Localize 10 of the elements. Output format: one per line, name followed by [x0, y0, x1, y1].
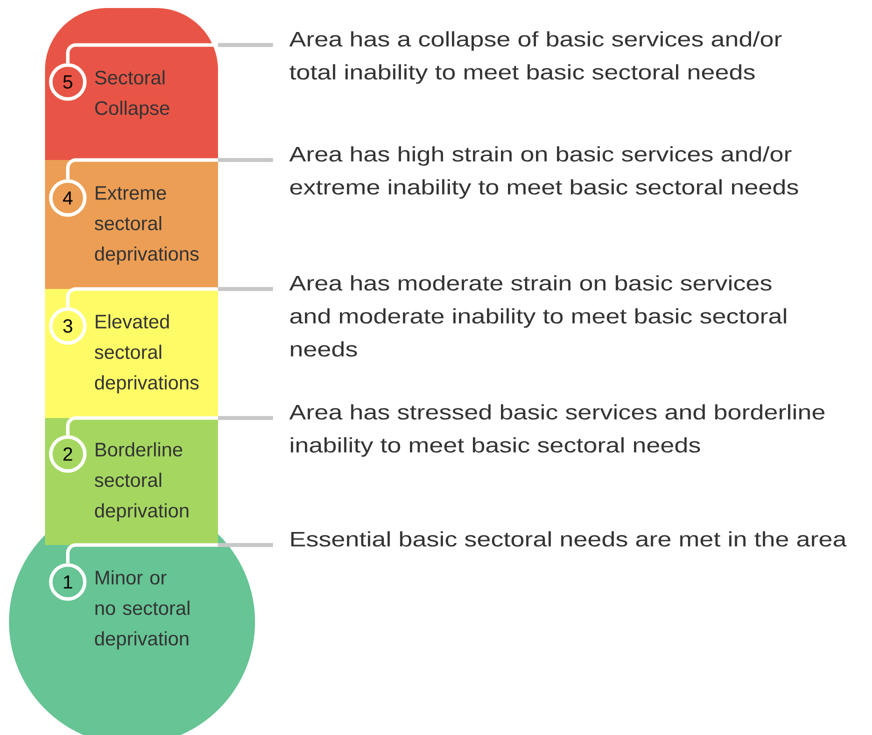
leader-line — [66, 416, 273, 436]
description-text: Area has a collapse of basic services and/or total inability to meet basic sectoral needs — [289, 31, 782, 84]
description-text: Essential basic sectoral needs are met in the area — [291, 531, 847, 547]
description-text: Area has stressed basic services and borderline inability to meet basic sectoral needs — [289, 404, 824, 457]
leader-line — [66, 158, 273, 180]
description-text: Area has moderate strain on basic services and moderate inability to meet basic sectoral needs — [289, 275, 786, 357]
description-text: Area has high strain on basic services and/or extreme inability to meet basic sectoral needs — [289, 146, 798, 199]
leader-line — [66, 43, 273, 64]
leader-line — [66, 287, 273, 308]
leader-line — [66, 543, 273, 564]
